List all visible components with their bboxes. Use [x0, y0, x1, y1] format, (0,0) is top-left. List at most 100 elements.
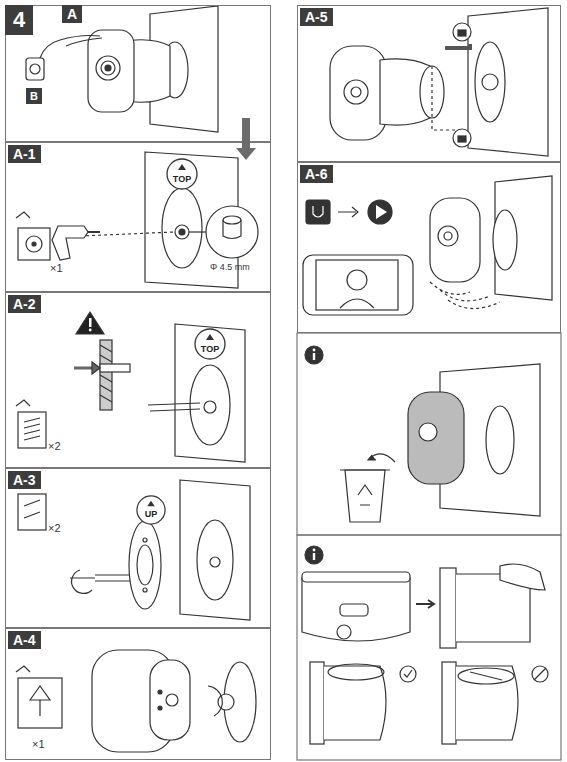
wall-drilling-part [162, 188, 202, 268]
mount-plate-install-part [72, 570, 92, 593]
quantity: ×2 [48, 522, 61, 534]
cover-check-part [534, 668, 546, 680]
cover-check-part [440, 568, 456, 648]
wall-drilling [52, 152, 258, 288]
parts-box-part [18, 228, 50, 260]
wall-drilling-part [175, 225, 189, 239]
info-panel-part [297, 535, 561, 760]
parts-box-part [32, 242, 36, 246]
mount-plate-install-part [137, 545, 153, 585]
step-heading: A-6 [300, 165, 333, 183]
camera-on-wall-part [101, 61, 115, 75]
camera-on-wall-part [96, 56, 120, 80]
film-removal-part [358, 485, 372, 505]
wall-anchor-part [100, 345, 112, 402]
camera-lock-part [482, 74, 498, 90]
app-setup-part [340, 299, 374, 308]
wall-anchor-part [150, 409, 200, 411]
step-heading: A-1 [8, 145, 41, 163]
camera-on-wall-part [88, 30, 134, 112]
app-setup-part [313, 206, 323, 217]
app-setup-part [493, 210, 517, 270]
cover-check-part [404, 670, 412, 677]
parts-box-part [18, 494, 46, 530]
parts-box-part [16, 400, 30, 406]
dimension: Φ 4.5 mm [210, 262, 250, 272]
wall-drilling-part [223, 216, 241, 224]
cover-check-part [458, 668, 514, 684]
app-setup-part [303, 255, 413, 315]
up-arrow [178, 164, 186, 170]
connector-tag: B [26, 88, 42, 104]
cover-check-part [456, 666, 518, 740]
step-panel: A-2TOP [5, 292, 271, 468]
wall-drilling-part [88, 231, 100, 233]
parts-box-part [18, 412, 46, 448]
cover-check [302, 564, 548, 744]
info-icon-part [305, 546, 323, 564]
wall-anchor-part [148, 403, 200, 405]
wall-anchor-part [100, 364, 130, 372]
wall-anchor-part [204, 401, 216, 413]
cover-check-part [302, 572, 410, 582]
warning-sign-part [76, 312, 104, 334]
app-setup-part [430, 282, 500, 309]
camera-lock-part [445, 44, 470, 48]
step-number: 4 [5, 5, 33, 35]
camera-attach-part [150, 660, 190, 740]
info-icon-part [313, 349, 316, 352]
badge-circle [195, 329, 225, 359]
camera-lock [330, 8, 548, 156]
flow-arrow [236, 118, 256, 160]
step-panel: A-6 [297, 162, 561, 333]
app-setup-part [430, 198, 480, 282]
info-icon-part [313, 353, 315, 360]
info-icon-part [313, 553, 315, 560]
cover-check-part [532, 666, 548, 682]
direction-badge: UP [136, 495, 166, 525]
camera-lock-part [344, 80, 368, 104]
badge-text: TOP [166, 174, 198, 184]
wall-anchor-part [74, 367, 94, 370]
film-removal-part [486, 406, 514, 474]
app-setup-part [316, 260, 398, 310]
info-panel-part [297, 333, 561, 535]
cover-check-part [340, 604, 368, 616]
warning-sign-part [89, 318, 92, 327]
parts-box-part [26, 236, 42, 252]
camera-lock-part [458, 30, 466, 36]
app-setup-part [338, 207, 358, 217]
info-icon-part [313, 549, 316, 552]
wall-drilling-part [206, 206, 258, 258]
badge-text: TOP [194, 344, 226, 354]
app-setup-part [444, 232, 452, 240]
mount-plate-install-part [143, 588, 147, 592]
cover-check-part [470, 672, 502, 680]
cover-check-part [500, 564, 545, 590]
cover-check-part [328, 664, 384, 680]
wall-drilling-part [80, 232, 175, 236]
wall-drilling-part [179, 229, 185, 235]
camera-lock-part [330, 46, 386, 140]
app-setup [303, 176, 552, 315]
quantity: ×2 [48, 440, 61, 452]
film-removal [340, 364, 540, 522]
app-setup-part [438, 226, 458, 246]
film-removal-part [408, 392, 464, 484]
camera-attach-part [158, 690, 162, 694]
camera-lock-part [453, 23, 471, 41]
step-heading: A-5 [300, 8, 333, 26]
film-removal-part [419, 423, 437, 441]
wall-drilling-part [52, 226, 88, 260]
wall-anchor-part [190, 365, 230, 445]
info-icon [305, 346, 323, 564]
arrow-shaft [242, 118, 250, 148]
wall-drilling-part [223, 220, 241, 239]
camera-attach-part [166, 694, 178, 706]
camera-lock-part [453, 129, 471, 147]
step-panel: A-4 [5, 628, 271, 760]
step-panel: A-3UP [5, 468, 271, 628]
parts-box [16, 400, 46, 448]
direction-badge: TOP [166, 158, 198, 190]
